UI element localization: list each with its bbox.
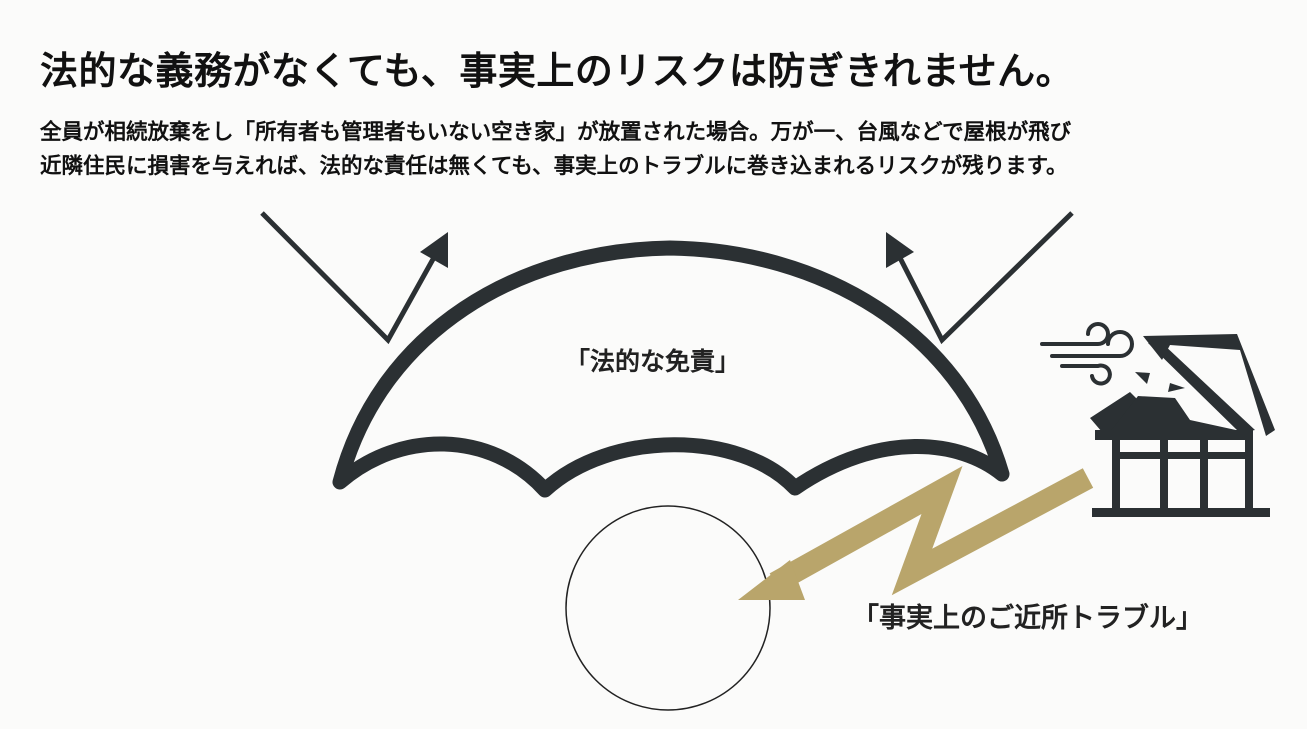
lightning-arrow-icon xyxy=(738,465,1094,600)
umbrella-icon xyxy=(332,240,1010,498)
person-circle-icon xyxy=(565,505,771,711)
page-title: 法的な義務がなくても、事実上のリスクは防ぎきれません。 xyxy=(40,49,1075,93)
damaged-house-icon xyxy=(1090,334,1275,517)
legal-immunity-label: 「法的な免責」 xyxy=(565,347,741,376)
neighbor-trouble-label: 「事実上のご近所トラブル」 xyxy=(852,603,1203,634)
deflect-arrow-icon xyxy=(260,211,448,345)
wind-icon xyxy=(1040,322,1134,386)
body-text-line: 全員が相続放棄をし「所有者も管理者もいない空き家」が放置された場合。万が一、台風… xyxy=(40,120,1072,145)
body-text-line: 近隣住民に損害を与えれば、法的な責任は無くても、事実上のトラブルに巻き込まれるリ… xyxy=(40,154,1068,179)
deflect-arrow-icon xyxy=(886,211,1074,345)
